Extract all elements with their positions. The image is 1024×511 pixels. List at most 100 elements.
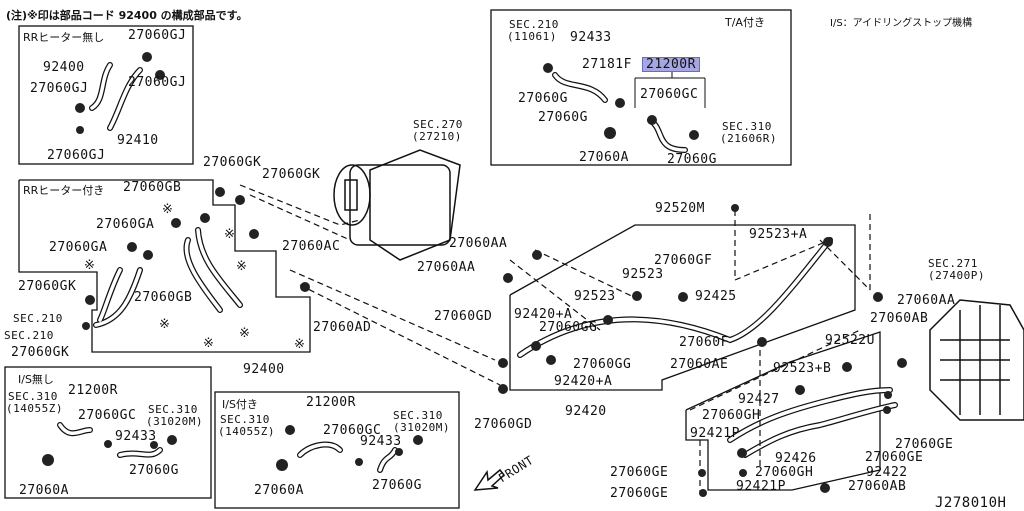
part-label[interactable]: 92410 bbox=[117, 133, 159, 148]
part-label[interactable]: 27060GH bbox=[702, 408, 761, 423]
part-label[interactable]: 27060AA bbox=[417, 260, 476, 275]
part-label[interactable]: 27060AD bbox=[313, 320, 372, 335]
part-label[interactable]: (14055Z) bbox=[218, 425, 275, 438]
part-label[interactable]: SEC.310 bbox=[220, 413, 270, 426]
part-label[interactable]: 92523 bbox=[622, 267, 664, 282]
part-label[interactable]: (11061) bbox=[507, 30, 557, 43]
part-label[interactable]: 27060AC bbox=[282, 239, 341, 254]
box-rr-heater-none bbox=[18, 25, 194, 165]
part-label[interactable]: 92420+A bbox=[554, 374, 613, 389]
box-title-is-with: I/S付き bbox=[222, 398, 258, 411]
part-label[interactable]: 21200R bbox=[68, 383, 118, 398]
part-label[interactable]: 27060GA bbox=[96, 217, 155, 232]
part-label[interactable]: (27400P) bbox=[928, 269, 985, 282]
part-label[interactable]: 92421P bbox=[736, 479, 786, 494]
part-label[interactable]: 27060AA bbox=[449, 236, 508, 251]
part-label[interactable]: 27060GK bbox=[18, 279, 77, 294]
diagram-id: J278010H bbox=[935, 495, 1007, 511]
part-label[interactable]: 27060GC bbox=[78, 408, 137, 423]
part-label[interactable]: 27060G bbox=[372, 478, 422, 493]
part-label[interactable]: 92433 bbox=[115, 429, 157, 444]
is-legend: I/S：アイドリングストップ機構 bbox=[830, 18, 973, 29]
part-label[interactable]: 27060A bbox=[19, 483, 69, 498]
part-label[interactable]: 92420 bbox=[565, 404, 607, 419]
part-label[interactable]: 92523+B bbox=[773, 361, 832, 376]
part-label[interactable]: (21606R) bbox=[720, 132, 777, 145]
part-label[interactable]: 27060G bbox=[667, 152, 717, 167]
part-label[interactable]: 92400 bbox=[43, 60, 85, 75]
part-label[interactable]: 27060GE bbox=[865, 450, 924, 465]
part-label[interactable]: 92420+A bbox=[514, 307, 573, 322]
part-label[interactable]: 27060GF bbox=[654, 253, 713, 268]
part-label[interactable]: 92523 bbox=[574, 289, 616, 304]
part-label[interactable]: SEC.210 bbox=[13, 312, 63, 325]
part-label[interactable]: SEC.210 bbox=[4, 329, 54, 342]
part-label[interactable]: SEC.271 bbox=[928, 257, 978, 270]
box-is-with bbox=[214, 391, 460, 509]
part-label[interactable]: 27060GJ bbox=[128, 75, 187, 90]
part-label[interactable]: 27060GC bbox=[640, 87, 699, 102]
part-label[interactable]: 27181F bbox=[582, 57, 632, 72]
part-label[interactable]: 27060AE bbox=[670, 357, 729, 372]
highlighted-part-21200R[interactable]: 21200R bbox=[642, 57, 700, 72]
asterisk-marker: ※ bbox=[162, 202, 174, 217]
part-label[interactable]: 27060GG bbox=[573, 357, 632, 372]
part-label[interactable]: 27060GH bbox=[755, 465, 814, 480]
asterisk-marker: ※ bbox=[236, 259, 248, 274]
part-label[interactable]: 92523+A bbox=[749, 227, 808, 242]
asterisk-marker: ※ bbox=[224, 227, 236, 242]
part-label[interactable]: 27060GE bbox=[610, 465, 669, 480]
part-label[interactable]: 27060A bbox=[254, 483, 304, 498]
part-label[interactable]: 92427 bbox=[738, 392, 780, 407]
part-label[interactable]: 92400 bbox=[243, 362, 285, 377]
part-label[interactable]: 27060G bbox=[129, 463, 179, 478]
part-label[interactable]: SEC.310 bbox=[148, 403, 198, 416]
part-label[interactable]: (14055Z) bbox=[6, 402, 63, 415]
part-label[interactable]: SEC.310 bbox=[8, 390, 58, 403]
box-title-is-none: I/S無し bbox=[18, 373, 54, 386]
part-label[interactable]: 27060G bbox=[538, 110, 588, 125]
part-label[interactable]: 27060F bbox=[679, 335, 729, 350]
part-label[interactable]: 92422 bbox=[866, 465, 908, 480]
part-label[interactable]: (31020M) bbox=[393, 421, 450, 434]
part-label[interactable]: 21200R bbox=[306, 395, 356, 410]
part-label[interactable]: 27060GD bbox=[474, 417, 533, 432]
part-label[interactable]: 27060GD bbox=[434, 309, 493, 324]
box-title-rr-heater-with: RRヒーター付き bbox=[23, 184, 105, 197]
part-label[interactable]: 27060GJ bbox=[47, 148, 106, 163]
part-label[interactable]: 27060GJ bbox=[30, 81, 89, 96]
part-label[interactable]: 27060A bbox=[579, 150, 629, 165]
part-label[interactable]: 92520M bbox=[655, 201, 705, 216]
part-label[interactable]: 27060GK bbox=[262, 167, 321, 182]
part-label[interactable]: SEC.270 bbox=[413, 118, 463, 131]
box-is-none bbox=[4, 366, 212, 499]
part-label[interactable]: 92522U bbox=[825, 333, 875, 348]
part-label[interactable]: 27060GA bbox=[49, 240, 108, 255]
part-label[interactable]: SEC.210 bbox=[509, 18, 559, 31]
part-label[interactable]: (27210) bbox=[412, 130, 462, 143]
part-label[interactable]: 27060GE bbox=[895, 437, 954, 452]
part-label[interactable]: 27060G bbox=[518, 91, 568, 106]
part-label[interactable]: 27060GK bbox=[203, 155, 262, 170]
part-label[interactable]: 27060GJ bbox=[128, 28, 187, 43]
asterisk-marker: ※ bbox=[294, 337, 306, 352]
part-label[interactable]: 27060GC bbox=[323, 423, 382, 438]
part-label[interactable]: SEC.310 bbox=[393, 409, 443, 422]
part-label[interactable]: 92425 bbox=[695, 289, 737, 304]
part-label[interactable]: 27060AA bbox=[897, 293, 956, 308]
asterisk-marker: ※ bbox=[159, 317, 171, 332]
part-label[interactable]: 92433 bbox=[570, 30, 612, 45]
part-label[interactable]: SEC.310 bbox=[722, 120, 772, 133]
part-label[interactable]: 27060GB bbox=[134, 290, 193, 305]
part-label[interactable]: 27060GK bbox=[11, 345, 70, 360]
part-label[interactable]: 27060AB bbox=[848, 479, 907, 494]
part-label[interactable]: 92426 bbox=[775, 451, 817, 466]
part-label[interactable]: 27060GG bbox=[539, 320, 598, 335]
part-label[interactable]: 92421P bbox=[690, 426, 740, 441]
part-label[interactable]: (31020M) bbox=[146, 415, 203, 428]
part-label[interactable]: 92433 bbox=[360, 434, 402, 449]
part-label[interactable]: 27060AB bbox=[870, 311, 929, 326]
part-label[interactable]: 27060GB bbox=[123, 180, 182, 195]
box-title-ta: T/A付き bbox=[725, 16, 765, 29]
part-label[interactable]: 27060GE bbox=[610, 486, 669, 501]
